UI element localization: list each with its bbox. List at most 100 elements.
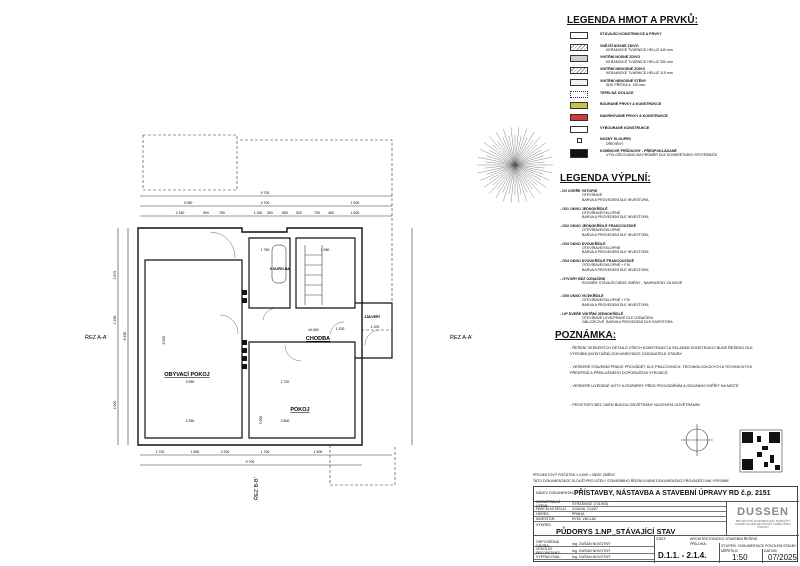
fill-item-line: BARVA A PROVEDENÍ DLE INVESTORA	[582, 302, 649, 307]
sun-ray	[514, 149, 550, 166]
fill-item-title: - O03 OKNO DVOUKŘÍDLÉ	[560, 241, 606, 246]
legend-text: TEPELNÁ IZOLACE	[600, 91, 634, 95]
extension-outline	[240, 139, 393, 331]
room-label-living: OBÝVACÍ POKOJ	[164, 370, 209, 378]
fill-item-line: OBLOŽKOVÉ, BARVA A PROVEDENÍ DLE INVESTO…	[582, 320, 673, 325]
dimension-label: 1 500	[351, 201, 360, 205]
fill-item-line: OTEVÍRAVÉ/SKLOPNÉ + FIX	[582, 263, 630, 268]
sun-ray	[503, 128, 516, 166]
fill-item-line: OTEVÍRAVÉ/SKLOPNÉ + FIX	[582, 298, 630, 303]
dimension-label: 900	[203, 211, 209, 215]
legend-item-title: NAVRHOVANÉ PRVKY A KONSTRUKCE	[600, 113, 668, 118]
sun-ray	[514, 164, 522, 195]
room-label-room: POKOJ	[290, 407, 309, 413]
legend-text: STÁVAJÍCÍ KONSTRUKCE A PRVKY	[600, 32, 662, 36]
dimension-label: 3 900	[259, 416, 263, 425]
field-value: RYDL VÁCLAV	[572, 517, 597, 521]
sun-ray	[514, 164, 533, 190]
field-value: PRAHA	[572, 512, 585, 516]
sun-ray	[510, 164, 516, 203]
sun-ray	[514, 155, 544, 166]
field-label: PARCELNÍ ČÍSLO:	[536, 507, 567, 511]
sun-ray	[514, 137, 528, 166]
fill-item-title: - OTVORY BEZ OZNAČENÍ	[560, 276, 606, 281]
note-item: - PROSTORY BEZ OKEN BUDOU ODVĚTRÁNY NUCE…	[570, 403, 700, 407]
legend-swatch	[570, 137, 588, 144]
chimney-flues	[242, 290, 247, 369]
dimension-label: 4 200	[113, 401, 117, 410]
annex-value: D.1.1. - 2.1.4.	[658, 551, 707, 560]
dimension-label: 6 500	[162, 336, 166, 345]
legend-text: BOURANÉ PRVKY A KONSTRUKCE	[600, 102, 661, 106]
dimension-label: 1 200	[336, 327, 345, 331]
sun-ray	[514, 128, 527, 166]
north-arrow-icon	[681, 424, 713, 456]
fill-item-title: - LIP DVEŘE VNITŘNÍ JEDNOKŘÍDLÉ	[560, 311, 624, 316]
dimension-label: 1 700	[261, 450, 270, 454]
sun-ray	[502, 137, 516, 166]
fill-item-title: - O04 OKNO DVOUKŘÍDLÉ FRANCOUZSKÉ	[560, 259, 635, 263]
legend-swatch	[570, 67, 588, 75]
fill-item-line: BARVA A PROVEDENÍ DLE INVESTORA	[582, 232, 649, 237]
company-logo: DUSSEN PROJEKTOVÉ DOKUMENTACE | ROZPOČTY…	[726, 502, 799, 535]
legend-item-title: BOURANÉ PRVKY A KONSTRUKCE	[600, 102, 662, 107]
legend-item: STÁVAJÍCÍ KONSTRUKCE A PRVKY	[570, 32, 662, 39]
person-name: Ing. DUŠAN NOVOTNÝ	[572, 555, 611, 559]
sun-ray	[486, 155, 516, 166]
sun-ray	[492, 144, 516, 166]
legend-item-title: KOMÍNOVÉ PRŮDUCHY - PŘEDPOKLÁDANÉ	[600, 149, 677, 153]
sun-ray	[514, 132, 535, 166]
info-row: OKRES:PRAHA	[534, 512, 726, 517]
dimension-label: 9 700	[246, 460, 255, 464]
sun-ray	[514, 164, 545, 169]
legend-item-sub: KERAMICKÉ TVÁRNICE HELUZ 300 mm	[606, 59, 674, 64]
dimension-label: 3 950	[186, 380, 195, 384]
legend-swatch	[570, 32, 588, 39]
qr-code	[739, 429, 783, 473]
date-value: 07/2025	[768, 553, 797, 562]
terrace-outline	[142, 134, 238, 191]
fill-item-title: - O05 OKNO VÍCEKŘÍDLÉ	[560, 294, 604, 298]
drawing-label: VÝKRES:	[536, 523, 552, 527]
sun-ray	[492, 164, 516, 186]
legend-item: BOURANÉ PRVKY A KONSTRUKCE	[570, 102, 661, 110]
fill-item-title: - O01 OKNO JEDNOKŘÍDLÉ	[560, 206, 608, 211]
doc-label: NÁZEV DOKUMENTACE:	[536, 491, 578, 495]
sun-ray	[514, 140, 533, 166]
sun-ray	[497, 140, 516, 166]
scale-label: MĚŘÍTKO:	[721, 549, 739, 553]
legend-swatch	[570, 43, 588, 51]
legend-swatch	[570, 55, 588, 63]
legend-item-sub: KERAMICKÉ TVÁRNICE HELUZ 440 mm	[606, 47, 674, 52]
fill-item-line: BARVA A PROVEDENÍ DLE INVESTORA	[582, 215, 649, 220]
person-role: ODPOVĚDNÁ OSOBA:	[536, 540, 559, 548]
info-row: PARCELNÍ ČÍSLO:2144/16, 2144/7	[534, 507, 726, 512]
legend-masses-title: LEGENDA HMOT A PRVKŮ:	[567, 15, 698, 26]
sun-ray	[502, 164, 516, 193]
dimension-label: 300	[267, 211, 273, 215]
project-note: PROJEKTOVÝ POČÁTEK ± 0,000 = BEZE ZMĚNY	[533, 473, 616, 477]
legend-fills-title: LEGENDA VÝPLNÍ:	[560, 173, 651, 184]
sun-ray	[497, 164, 516, 190]
section-mark-b: ŘEZ B-B'	[252, 477, 260, 500]
doc-title: PŘÍSTAVBY, NÁSTAVBA A STAVEBNÍ ÚPRAVY RD…	[574, 490, 771, 497]
field-value: STRAŠNICE (731943)	[572, 502, 608, 506]
legend-item: NAVRHOVANÉ PRVKY A KONSTRUKCE	[570, 113, 668, 121]
sun-ray	[514, 142, 546, 166]
sun-ray	[514, 135, 522, 166]
sun-ray	[514, 164, 520, 203]
fill-item-line: ROZMĚR STÁVAJÍCÍ BEZE ZMĚNY - NAHRAZENY …	[582, 280, 683, 285]
dimension-label: 650	[282, 211, 288, 215]
